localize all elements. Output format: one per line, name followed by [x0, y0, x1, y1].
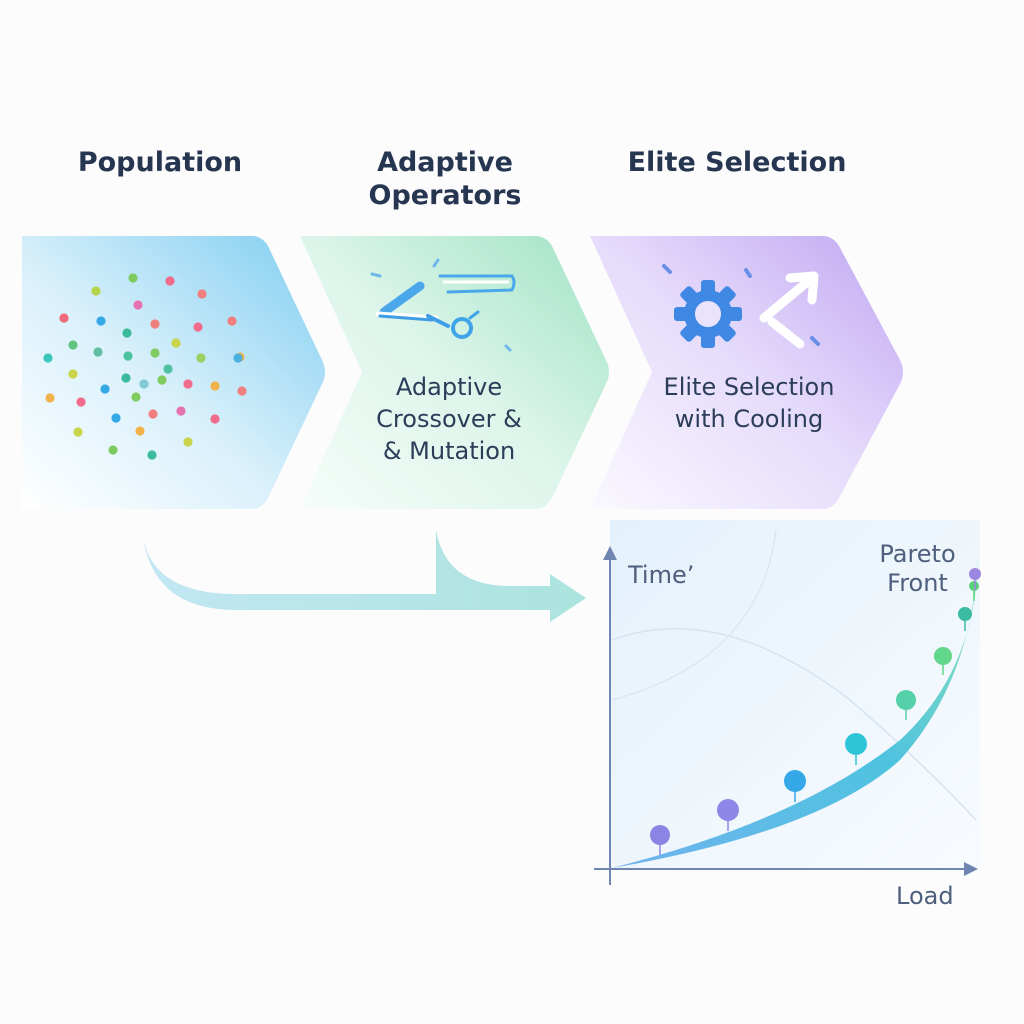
- population-dot: [210, 381, 220, 391]
- pareto-point: [969, 568, 981, 580]
- population-dot: [210, 414, 220, 424]
- population-dot: [111, 413, 121, 423]
- scattered-dots-icon: [43, 273, 247, 460]
- population-dot: [165, 276, 175, 286]
- stage-title-elite-selection: Elite Selection: [627, 147, 847, 178]
- population-dot: [183, 437, 193, 447]
- population-dot: [108, 445, 118, 455]
- pareto-point: [784, 770, 806, 792]
- stage-1-chevron: [22, 236, 325, 509]
- population-dot: [45, 393, 55, 403]
- stage-title-adaptive-operators: Adaptive Operators: [368, 147, 522, 211]
- stage-3-chevron: [590, 236, 903, 509]
- population-dot: [150, 348, 160, 358]
- chart-y-axis-label: Time’: [628, 561, 695, 589]
- chart-x-axis-label: Load: [896, 882, 954, 910]
- population-dot: [176, 406, 186, 416]
- pareto-point: [717, 799, 739, 821]
- population-dot: [93, 347, 103, 357]
- pareto-front-label: Pareto Front: [879, 540, 956, 597]
- population-dot: [197, 289, 207, 299]
- population-dot: [73, 427, 83, 437]
- stage-body-elite-selection: Elite Selection with Cooling: [663, 373, 835, 433]
- population-dot: [59, 313, 69, 323]
- pareto-point: [896, 690, 916, 710]
- population-dot: [157, 375, 167, 385]
- population-dot: [96, 316, 106, 326]
- population-dot: [196, 353, 206, 363]
- pareto-point: [958, 607, 972, 621]
- population-dot: [135, 426, 145, 436]
- population-dot: [76, 397, 86, 407]
- population-dot: [123, 351, 133, 361]
- pareto-point: [845, 733, 867, 755]
- chart-axes: [594, 546, 978, 885]
- population-dot: [163, 364, 173, 374]
- chart-background-curve: [611, 627, 977, 821]
- population-dot: [121, 373, 131, 383]
- population-dot: [68, 340, 78, 350]
- stage-body-adaptive-operators: Adaptive Crossover & & Mutation: [376, 373, 522, 465]
- population-dot: [183, 379, 193, 389]
- pareto-point: [650, 825, 670, 845]
- gear-and-arrows-icon: [662, 264, 820, 349]
- population-dot: [147, 450, 157, 460]
- stage-title-population: Population: [77, 147, 243, 178]
- population-dot: [171, 338, 181, 348]
- population-dot: [91, 286, 101, 296]
- population-dot: [150, 319, 160, 329]
- population-dot: [237, 386, 247, 396]
- crossover-arrows-icon: [370, 258, 516, 352]
- population-dot: [128, 273, 138, 283]
- population-dot: [148, 409, 158, 419]
- flow-arrow: [142, 530, 586, 622]
- pareto-point: [934, 647, 952, 665]
- population-dot: [133, 300, 143, 310]
- population-dot: [122, 328, 132, 338]
- population-dot: [100, 384, 110, 394]
- pareto-points: [650, 568, 981, 855]
- population-dot: [227, 316, 237, 326]
- population-dot: [131, 392, 141, 402]
- population-dot: [139, 379, 149, 389]
- stage-2-chevron: [300, 236, 609, 509]
- pareto-front-curve: [612, 556, 978, 868]
- pareto-point: [969, 581, 979, 591]
- population-dot: [43, 353, 53, 363]
- population-dot: [193, 322, 203, 332]
- population-dot: [68, 369, 78, 379]
- population-dot: [233, 353, 243, 363]
